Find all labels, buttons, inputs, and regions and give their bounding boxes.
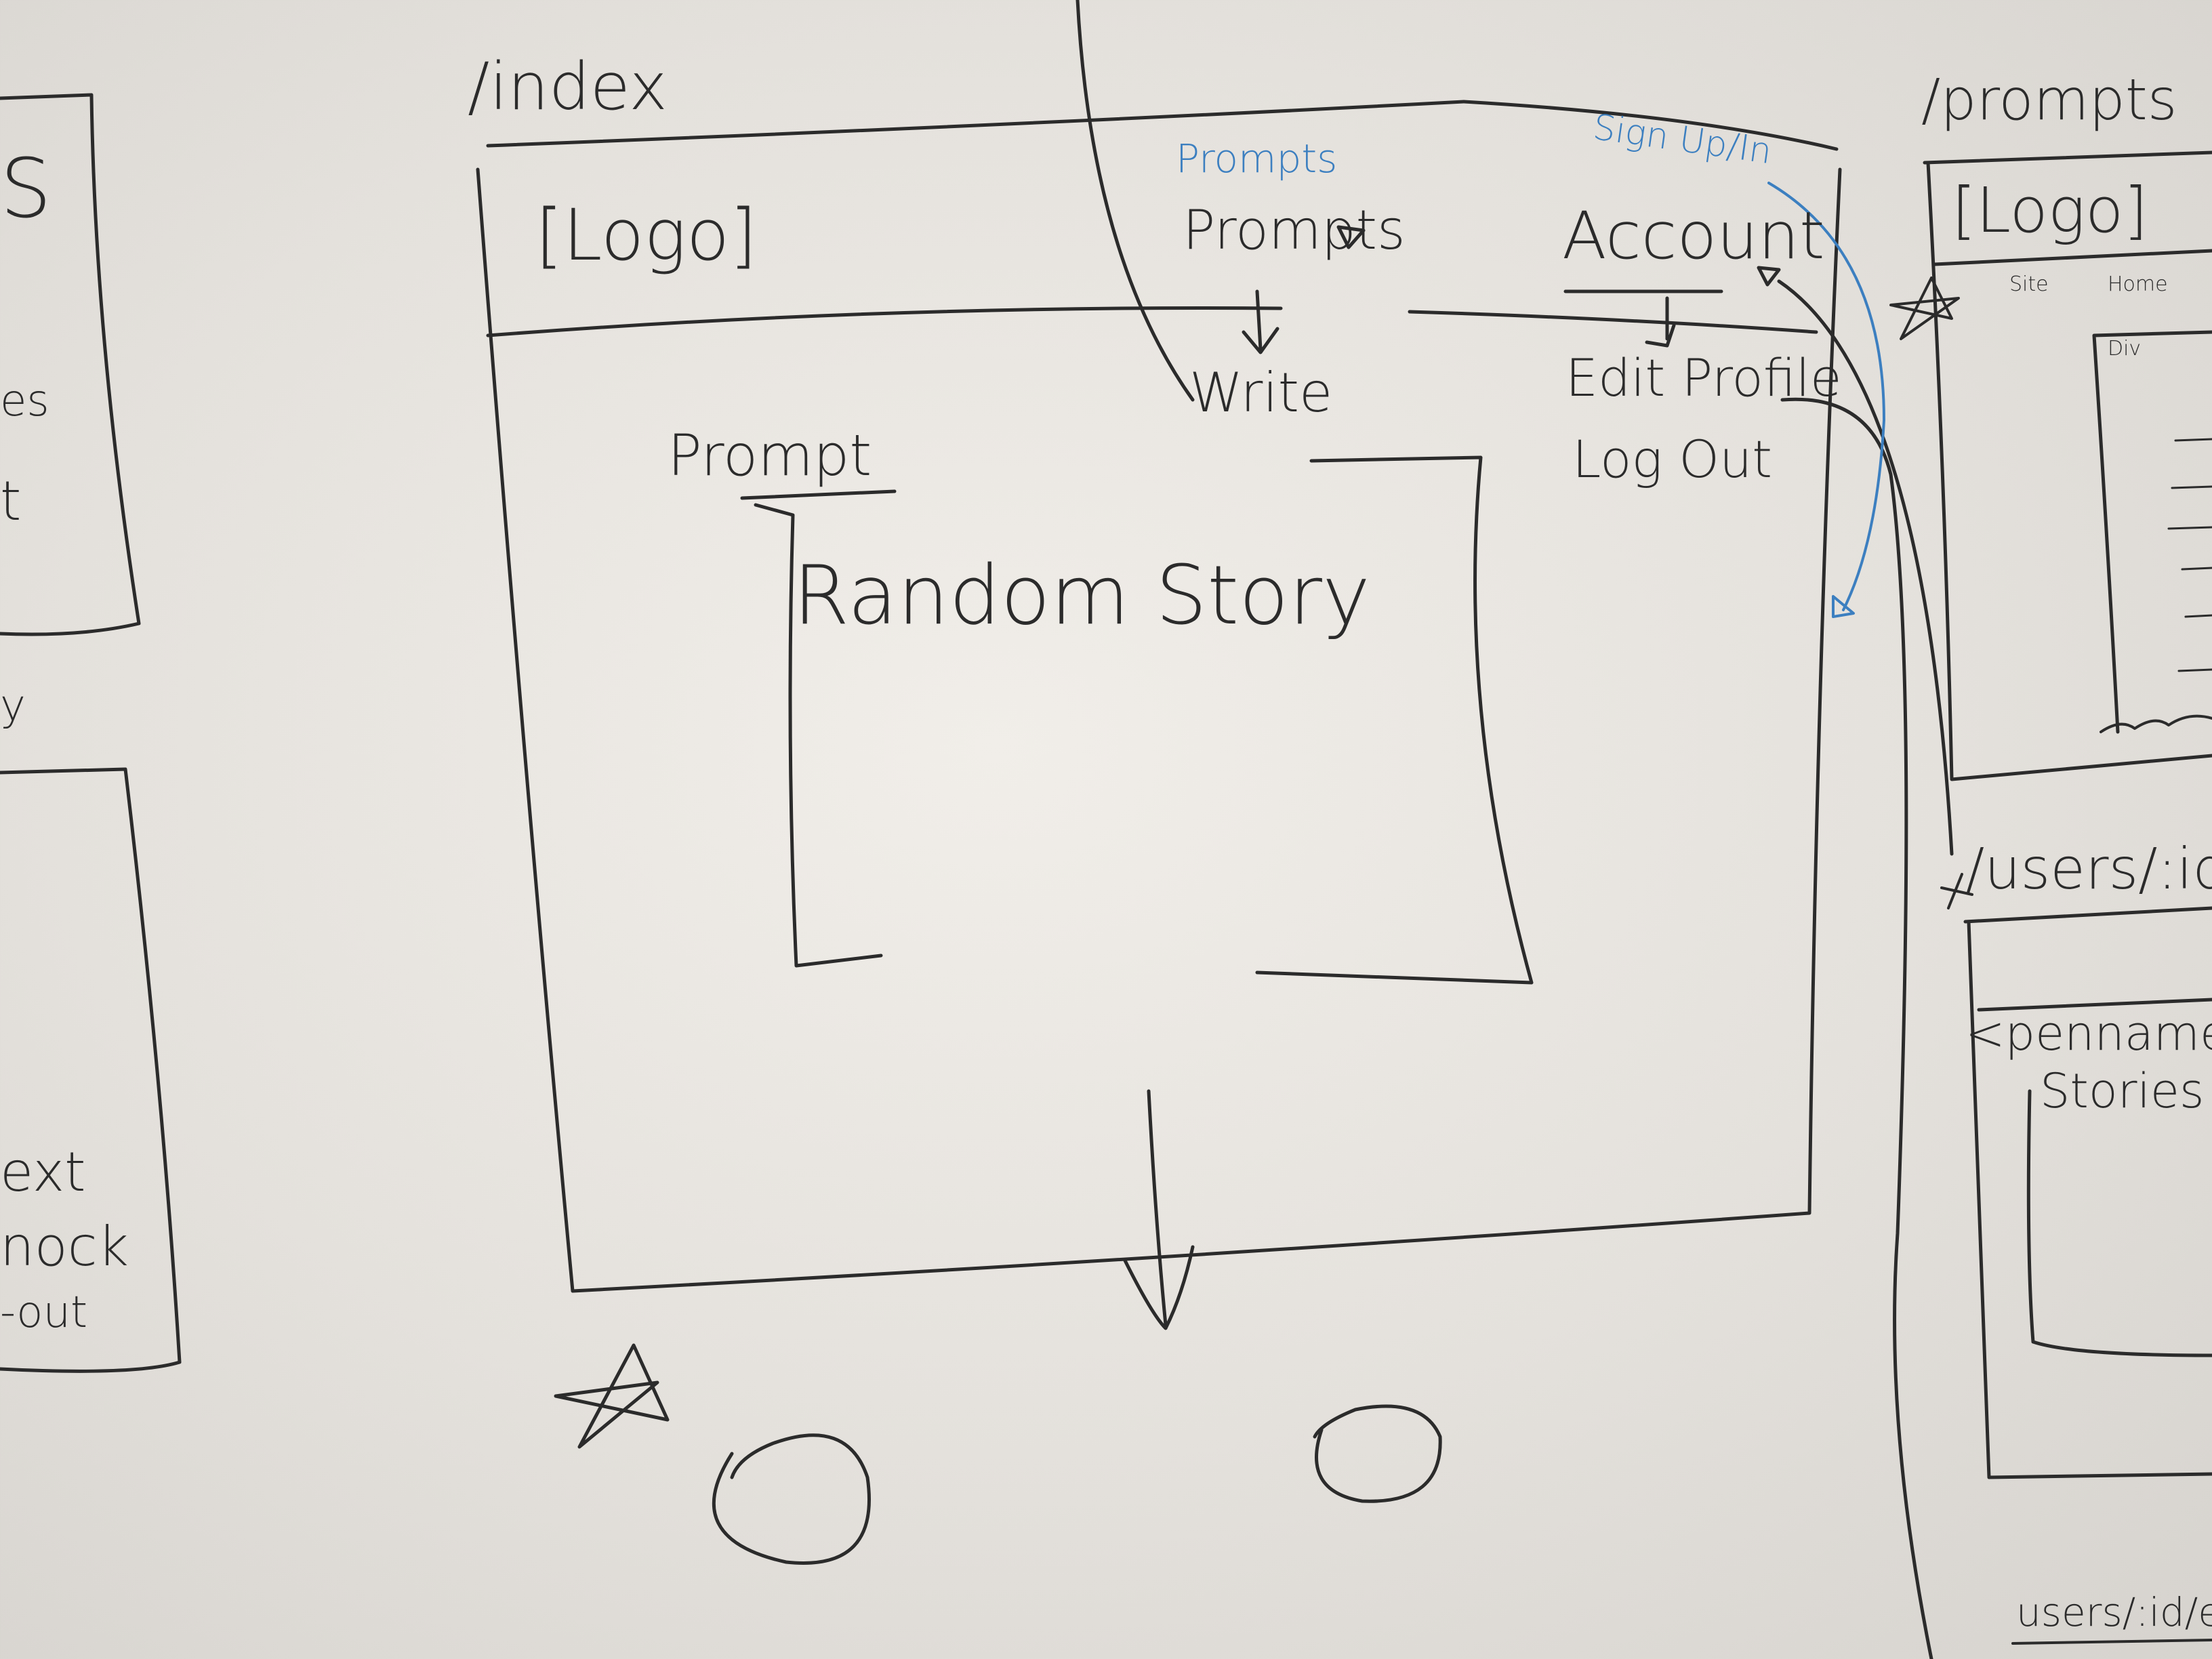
index-header-divider <box>486 306 1818 337</box>
left-fragment: S <box>0 142 52 237</box>
stories-box <box>2026 1089 2212 1357</box>
prompt-underline <box>740 489 897 500</box>
star-icon <box>1889 276 1960 340</box>
prompts-div-label: Div <box>2108 337 2142 361</box>
left-fragment: ext <box>0 1141 86 1204</box>
prompts-lines <box>2167 438 2212 672</box>
left-fragment: y <box>0 681 26 731</box>
menu-item-edit-profile[interactable]: Edit Profile <box>1565 348 1842 408</box>
users-route-label: /users/:id <box>1965 836 2212 902</box>
left-fragment: nock <box>0 1215 129 1278</box>
index-route-underline <box>486 100 1839 151</box>
prompts-nav-site: Site <box>2009 272 2049 296</box>
prompts-route-label: /prompts <box>1921 66 2177 133</box>
arrow-down-icon <box>1242 289 1279 354</box>
index-logo-placeholder: [Logo] <box>535 194 757 276</box>
prompts-logo-placeholder: [Logo] <box>1952 174 2148 247</box>
connector-black <box>1780 397 1933 1659</box>
left-fragment: t <box>0 470 22 533</box>
arc-stroke <box>1076 0 1195 402</box>
nav-prompts-blue-note: Prompts <box>1176 136 1338 182</box>
left-box-bottom <box>0 767 182 1373</box>
connector-blue <box>1767 182 1885 611</box>
nav-prompts-dropdown[interactable]: Prompts <box>1183 199 1406 262</box>
left-fragment: es <box>0 376 49 426</box>
story-card <box>754 455 1534 985</box>
story-title[interactable]: Random Story <box>793 549 1370 643</box>
arrow-down-icon <box>1123 1089 1195 1330</box>
menu-item-log-out[interactable]: Log Out <box>1572 429 1773 489</box>
circle-icon <box>1313 1404 1442 1503</box>
nav-account-dropdown[interactable]: Account <box>1562 198 1825 274</box>
prompts-frame <box>1923 150 2212 781</box>
menu-item-write[interactable]: Write <box>1189 361 1333 424</box>
users-stories-label: Stories <box>2040 1063 2205 1119</box>
index-route-label: /index <box>468 49 668 125</box>
edit-route-underline <box>2011 1639 2212 1645</box>
arrow-down-icon <box>1645 296 1676 348</box>
star-icon <box>554 1343 670 1449</box>
left-fragment: -out <box>0 1288 88 1338</box>
triangle-icon <box>1757 266 1781 287</box>
prompts-inner-box <box>2092 330 2212 734</box>
users-edit-route-label: users/:id/e <box>2016 1589 2212 1635</box>
wave-line <box>2100 714 2212 733</box>
left-box-top <box>0 93 141 636</box>
triangle-icon <box>1832 595 1855 618</box>
prompt-label: Prompt <box>668 422 872 489</box>
index-frame <box>476 167 1842 1293</box>
circle-icon <box>712 1433 871 1565</box>
connector-black <box>1777 279 1954 856</box>
users-frame <box>1963 906 2212 1479</box>
users-penname: <penname> <box>1965 1006 2212 1061</box>
prompts-nav-home: Home <box>2108 272 2168 296</box>
users-star-mark <box>1940 873 1973 909</box>
triangle-icon <box>1336 225 1366 249</box>
